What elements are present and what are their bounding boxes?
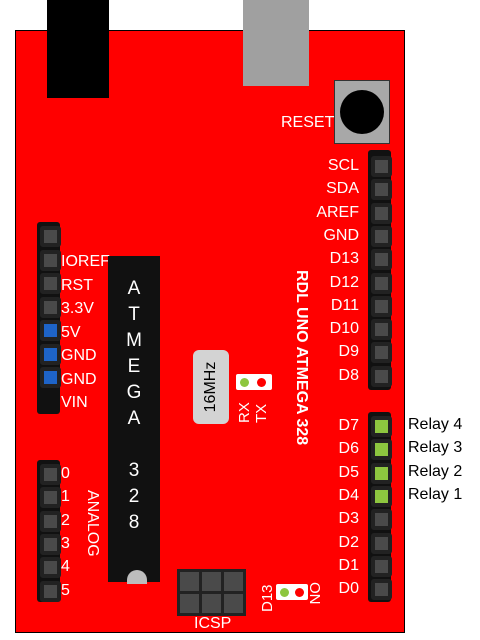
- analog-label: ANALOG: [84, 490, 101, 557]
- chip-letter: G: [126, 382, 142, 403]
- pin-label: D4: [338, 486, 359, 504]
- pin-label: GND: [323, 226, 359, 244]
- icsp-pin[interactable]: [199, 591, 224, 616]
- pin-label: D7: [338, 417, 359, 434]
- header-pin[interactable]: [371, 365, 392, 387]
- analog-pin[interactable]: [40, 557, 61, 579]
- header-pin[interactable]: [371, 295, 392, 317]
- power-pin[interactable]: [40, 226, 61, 247]
- pin-label: D9: [338, 343, 359, 361]
- pin-label: D12: [329, 273, 359, 291]
- header-pin[interactable]: [371, 202, 392, 224]
- relay-label: Relay 3: [408, 439, 463, 457]
- chip-notch: [127, 570, 147, 584]
- icsp-pin[interactable]: [221, 591, 246, 616]
- analog-pin[interactable]: [40, 487, 61, 509]
- usb-connector: [243, 0, 309, 86]
- icsp-pin[interactable]: [177, 591, 202, 616]
- header-pin[interactable]: [371, 532, 392, 554]
- pin-label: D6: [338, 440, 359, 458]
- relay-label: Relay 1: [408, 485, 463, 503]
- pin-label: SDA: [326, 180, 359, 198]
- pin-label: D1: [338, 556, 359, 574]
- power-pin[interactable]: [40, 249, 61, 271]
- analog-pin[interactable]: [40, 580, 61, 602]
- analog-pin-label: 0: [61, 465, 70, 482]
- analog-pin[interactable]: [40, 533, 61, 555]
- header-pin[interactable]: [371, 579, 392, 601]
- on-led: [295, 588, 304, 597]
- chip-letter: A: [127, 278, 141, 299]
- power-jack: [47, 0, 109, 98]
- header-pin[interactable]: [371, 225, 392, 247]
- analog-pin[interactable]: [40, 464, 61, 485]
- d13-led-label: D13: [259, 584, 276, 612]
- atmega-chip: [108, 256, 160, 582]
- power-pin-label: 5V: [61, 323, 81, 341]
- reset-label: RESET: [281, 114, 335, 131]
- pin-label: SCL: [327, 157, 359, 174]
- pin-label: D0: [338, 580, 359, 598]
- relay-label: Relay 4: [408, 416, 463, 433]
- header-pin[interactable]: [371, 509, 392, 531]
- power-pin-label: GND: [61, 347, 97, 364]
- analog-pin-label: 3: [61, 534, 70, 552]
- icsp-label: ICSP: [194, 615, 232, 632]
- analog-pin-label: 4: [61, 558, 70, 576]
- power-pin[interactable]: [40, 320, 61, 341]
- power-pin-label: 3.3V: [61, 300, 94, 317]
- d13-led: [280, 588, 289, 597]
- power-pin-label: GND: [61, 370, 97, 388]
- board-name: RDL UNO ATMEGA 328: [293, 270, 310, 446]
- power-pin-label: RST: [61, 276, 93, 294]
- header-pin[interactable]: [371, 179, 392, 201]
- header-pin[interactable]: [371, 249, 392, 271]
- chip-letter: 8: [128, 512, 140, 533]
- power-pin-label: IOREF: [61, 253, 110, 270]
- power-pin[interactable]: [40, 273, 61, 294]
- pin-label: D8: [338, 366, 359, 384]
- crystal-oscillator: 16MHz: [193, 350, 229, 424]
- header-pin[interactable]: [371, 272, 392, 294]
- pin-label: D13: [329, 250, 359, 268]
- chip-letter: 3: [128, 460, 140, 481]
- header-pin[interactable]: [371, 156, 392, 177]
- analog-pin-label: 5: [61, 581, 70, 599]
- crystal-label: 16MHz: [202, 361, 219, 413]
- power-pin-label: VIN: [61, 394, 88, 411]
- analog-pin-label: 2: [61, 511, 70, 529]
- pin-label: D5: [338, 463, 359, 481]
- rx-led: [240, 378, 249, 387]
- pin-label: AREF: [316, 203, 359, 221]
- power-pin[interactable]: [40, 343, 61, 365]
- analog-pin-label: 1: [61, 488, 70, 506]
- relay-label: Relay 2: [408, 462, 463, 480]
- chip-letter: M: [126, 330, 142, 351]
- tx-label: TX: [253, 403, 270, 423]
- tx-led: [257, 378, 266, 387]
- power-pin[interactable]: [40, 296, 61, 318]
- pin-label: D3: [338, 510, 359, 528]
- chip-letter: A: [127, 408, 141, 429]
- chip-letter: E: [127, 356, 141, 377]
- reset-button-cap[interactable]: [340, 90, 384, 134]
- header-pin[interactable]: [371, 416, 392, 437]
- chip-letter: T: [128, 304, 140, 325]
- pin-label: D11: [330, 296, 359, 314]
- header-pin[interactable]: [371, 319, 392, 341]
- on-led-label: ON: [306, 582, 323, 605]
- pin-label: D10: [329, 320, 359, 338]
- header-pin[interactable]: [371, 342, 392, 364]
- chip-letter: 2: [128, 486, 140, 507]
- header-pin[interactable]: [371, 462, 392, 484]
- header-pin[interactable]: [371, 439, 392, 461]
- rx-label: RX: [236, 402, 253, 423]
- power-pin[interactable]: [40, 367, 61, 388]
- header-pin[interactable]: [371, 485, 392, 507]
- analog-pin[interactable]: [40, 510, 61, 532]
- header-pin[interactable]: [371, 555, 392, 577]
- pin-label: D2: [338, 533, 359, 551]
